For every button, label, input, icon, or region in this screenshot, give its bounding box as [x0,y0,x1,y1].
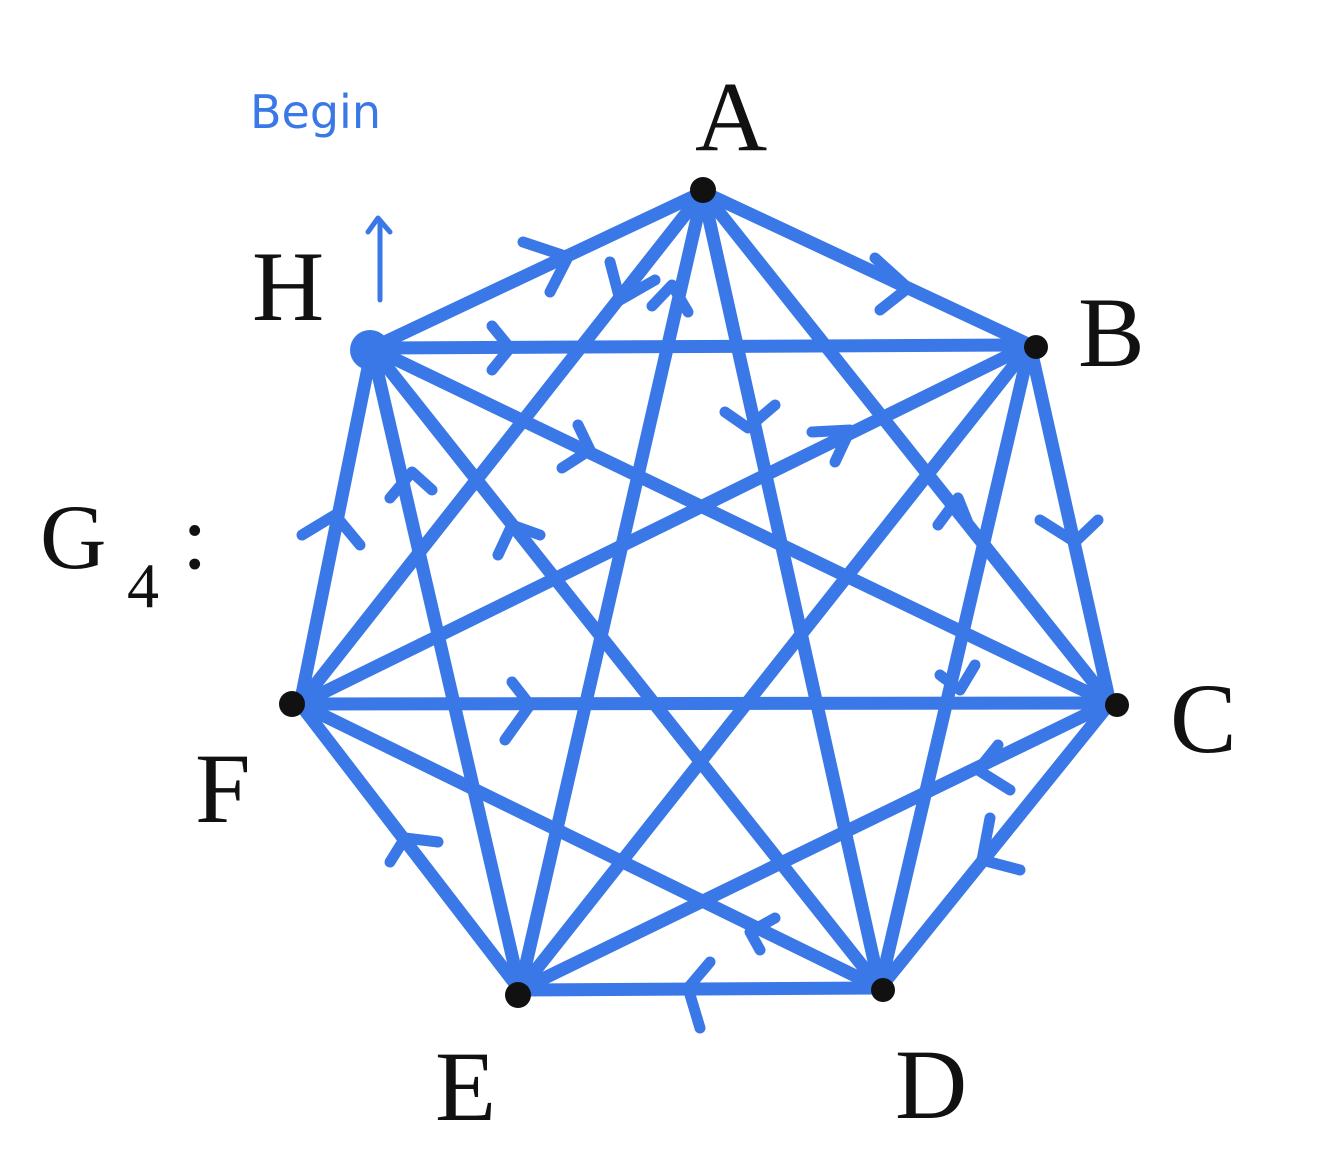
begin-note: Begin [250,85,381,139]
arrow-H-A [517,236,574,298]
arrow-C-D [976,812,1026,876]
vertex-E-dot [505,982,531,1008]
edge-A-F [293,185,710,711]
graph-name: G 4 : [40,486,208,621]
arrow-A-C [934,659,981,696]
begin-arrowhead-icon [365,215,393,235]
vertices [279,177,1129,1008]
arrow-C-E [972,739,1016,796]
vertex-D-dot [871,978,895,1002]
edge-B-D [873,338,1037,995]
vertex-label-B: B [1078,277,1145,388]
edge-D-E [513,981,887,997]
direction-arrows [296,236,1104,1034]
vertex-label-A: A [695,61,767,172]
arrow-H-C [556,419,596,474]
edge-H-C [365,341,1117,710]
arrow-D-B [932,492,976,534]
arrow-H-B [486,320,516,376]
edge-B-C [1023,338,1117,710]
edge-C-D [873,696,1117,995]
graph-label: G [40,486,106,588]
arrow-E-F [384,832,444,868]
vertex-label-H: H [252,231,324,342]
edge-F-H [293,341,379,711]
graph-label-colon: : [182,486,208,588]
edge-H-E [365,341,527,997]
edge-A-D [696,185,887,995]
vertex-labels: A B C D E F H [195,61,1237,1142]
edge-H-B [365,338,1037,355]
arrow-B-C [1034,514,1104,548]
vertex-label-E: E [435,1031,496,1142]
arrow-A-B [869,252,914,316]
vertex-label-D: D [895,1029,967,1140]
arrow-D-E [682,956,716,1034]
edge-B-E [513,338,1037,997]
arrow-F-C [499,676,536,746]
edge-H-D [365,341,887,995]
arrow-D-H [492,519,546,561]
vertex-F-dot [279,691,305,717]
edge-A-C [696,185,1117,710]
vertex-label-C: C [1170,663,1237,774]
vertex-A-dot [690,177,716,203]
edge-C-E [513,696,1117,997]
edge-B-F [293,338,1037,711]
arrow-E-A [646,279,694,318]
arrow-E-H [384,466,438,504]
arrow-A-D [719,399,781,434]
edge-A-B [696,185,1037,352]
vertex-B-dot [1024,335,1048,359]
arrow-F-H [296,509,366,551]
edges [293,185,1117,997]
edge-H-A [365,185,710,355]
edge-E-F [293,697,527,997]
vertex-label-F: F [195,733,251,844]
edge-C-F [293,696,1117,711]
vertex-H-start-dot [350,330,390,370]
graph-label-subscript: 4 [127,550,159,621]
start-annotation: Begin [250,85,393,303]
arrow-A-F [604,256,661,306]
arrow-D-F [744,912,781,956]
edge-A-E [513,185,710,997]
edge-D-F [293,697,887,995]
arrow-F-B [806,424,856,468]
vertex-C-dot [1105,693,1129,717]
